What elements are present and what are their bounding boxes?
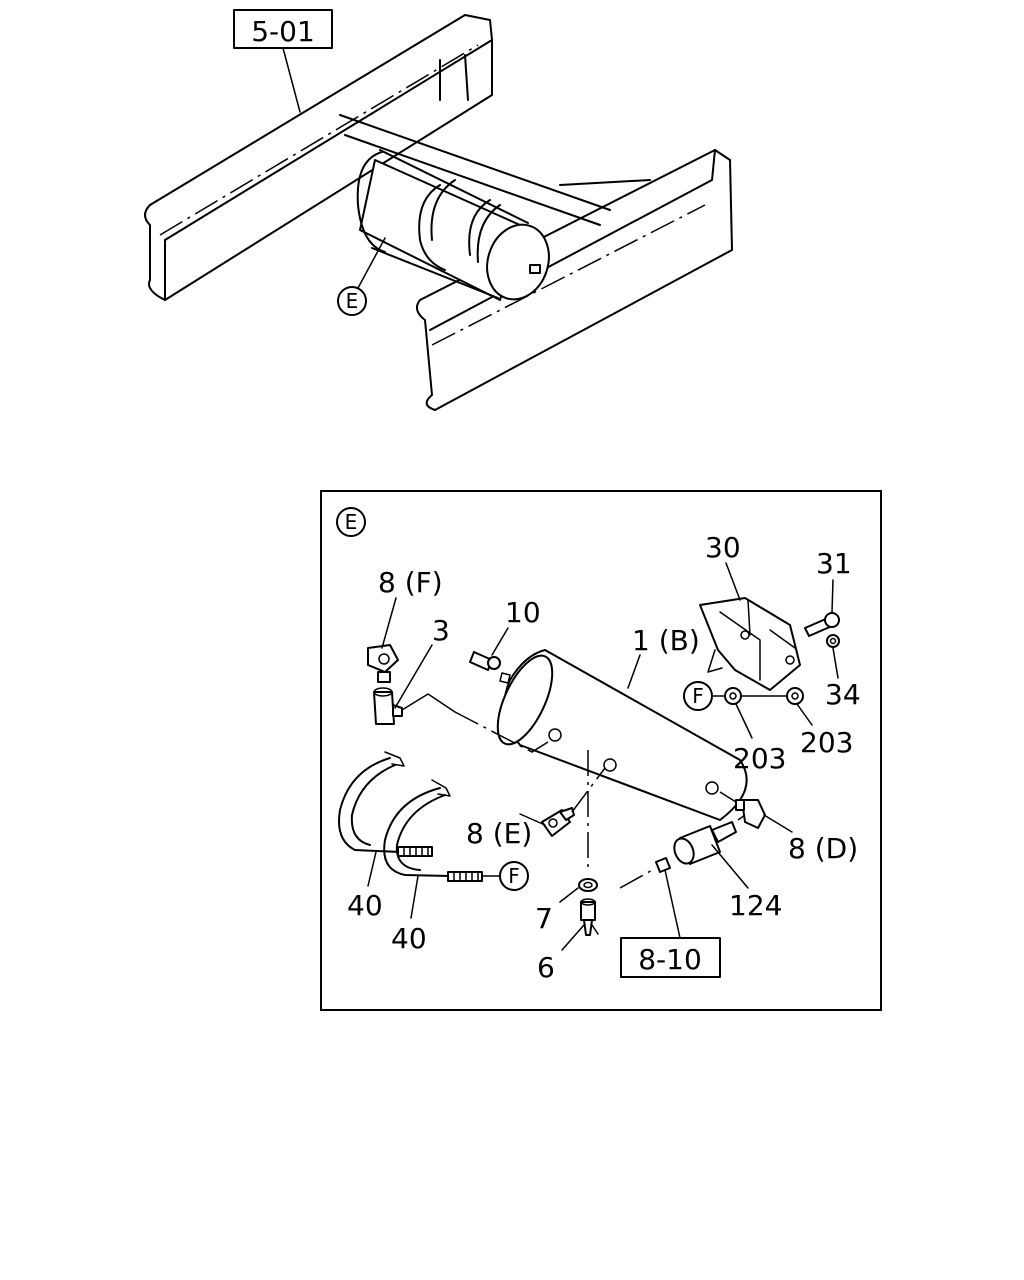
centerline: [431, 204, 706, 346]
label-part-203: 203: [733, 742, 786, 775]
detail-panel-e: E: [320, 490, 882, 1011]
pressure-switch-part-124: [673, 821, 737, 865]
label-part-124: 124: [729, 889, 782, 922]
label-part-40: 40: [347, 889, 383, 922]
callout-e-overview: E: [337, 237, 386, 316]
label-part-40: 40: [391, 922, 427, 955]
harness-line: [619, 867, 657, 889]
nut-part-203: [786, 687, 804, 705]
panel-tag-label: E: [345, 510, 358, 534]
fitting-part-8d: [735, 799, 766, 829]
centerline: [571, 767, 606, 813]
label-part-8f: 8 (F): [378, 566, 443, 599]
label-part-8d: 8 (D): [788, 832, 858, 865]
centerline: [737, 814, 746, 821]
ref-box-8-10: 8-10: [620, 869, 721, 978]
strap-part-40: [383, 779, 483, 882]
air-tank-overview: [356, 149, 550, 301]
nut-part-203: [724, 687, 742, 705]
label-part-30: 30: [705, 531, 741, 564]
callout-e-label: E: [346, 289, 359, 313]
callout-f-upper: F: [683, 681, 726, 711]
bracket-part-30: [699, 597, 801, 691]
centerline: [454, 711, 549, 753]
detail-frame: [320, 490, 882, 1011]
label-part-34: 34: [825, 678, 861, 711]
label-part-3: 3: [432, 614, 450, 647]
drain-valve-part-6: [580, 898, 599, 936]
chassis-overview: 5-01 E: [144, 9, 733, 411]
label-part-203: 203: [800, 726, 853, 759]
centerline: [719, 791, 737, 803]
ref-box-label: 5-01: [251, 15, 315, 48]
cross-member: [339, 54, 651, 226]
label-part-7: 7: [535, 902, 553, 935]
callout-f-label: F: [692, 684, 704, 708]
panel-tag: E: [336, 507, 366, 537]
connector: [655, 857, 671, 873]
callout-f-label: F: [508, 864, 520, 888]
washer-part-7: [578, 878, 598, 892]
label-part-10: 10: [505, 596, 541, 629]
fitting-part-3: [373, 687, 403, 725]
fitting-part-8e: [541, 807, 575, 837]
left-frame-rail: [144, 14, 493, 301]
label-part-8e: 8 (E): [466, 817, 532, 850]
plug-part-10: [469, 651, 501, 671]
elbow-part-8f: [367, 644, 399, 683]
bolt-part-31: [804, 612, 840, 637]
ref-box-5-01: 5-01: [233, 9, 333, 113]
label-part-31: 31: [816, 547, 852, 580]
callout-f-lower: F: [481, 861, 529, 891]
air-tank-part-1: [496, 649, 748, 821]
centerline: [159, 44, 479, 236]
label-part-1: 1 (B): [632, 624, 700, 657]
pipe-line: [401, 693, 456, 713]
label-part-6: 6: [537, 951, 555, 984]
ref-box-label: 8-10: [638, 943, 702, 976]
washer-part-34: [826, 634, 840, 648]
